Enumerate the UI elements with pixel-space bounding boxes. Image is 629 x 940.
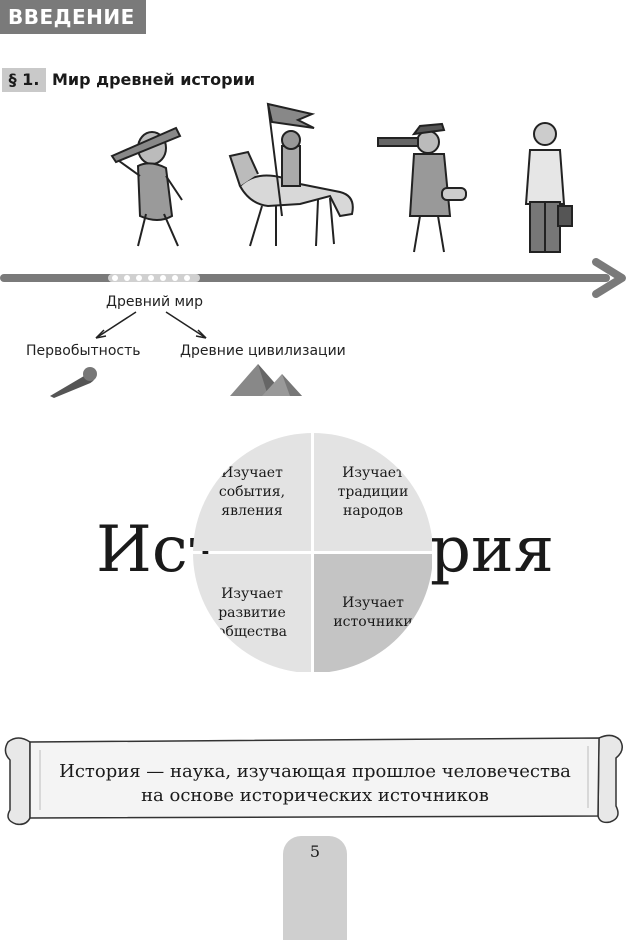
paragraph-title: Мир древней истории — [52, 70, 256, 89]
explorer-figure — [377, 122, 467, 253]
page-number: 5 — [309, 842, 321, 861]
paragraph-number: § 1. — [2, 68, 46, 92]
club-icon — [50, 367, 97, 398]
chapter-tag: ВВЕДЕНИЕ — [0, 0, 146, 34]
knight-figure — [228, 102, 354, 247]
modern-man-figure — [524, 122, 573, 253]
history-word-right: рия — [430, 513, 554, 587]
caveman-figure — [110, 126, 183, 247]
page-tab — [283, 836, 347, 940]
branch-arrows — [95, 311, 207, 339]
definition-text: История — наука, изучающая прошлое челов… — [40, 760, 590, 808]
ancient-era-marker — [108, 274, 200, 282]
timeline-arrow — [0, 258, 626, 298]
definition-line-1: История — наука, изучающая прошлое челов… — [59, 761, 571, 782]
pyramids-icon — [230, 364, 302, 396]
quadrant-traditions: Изучает традиции народов — [314, 433, 432, 551]
definition-scroll — [4, 734, 623, 826]
branch-civilizations: Древние цивилизации — [180, 343, 346, 359]
quadrant-events: Изучает события, явления — [193, 433, 311, 551]
quadrant-development: Изучает развитие общества — [193, 554, 311, 672]
branch-primitive: Первобытность — [26, 343, 141, 359]
history-circle: Изучает события, явления Изучает традици… — [193, 433, 433, 673]
definition-line-2: на основе исторических источников — [141, 785, 489, 806]
quadrant-sources: Изучает источники — [314, 554, 432, 672]
timeline-illustrations — [110, 102, 573, 253]
era-label: Древний мир — [106, 294, 204, 310]
